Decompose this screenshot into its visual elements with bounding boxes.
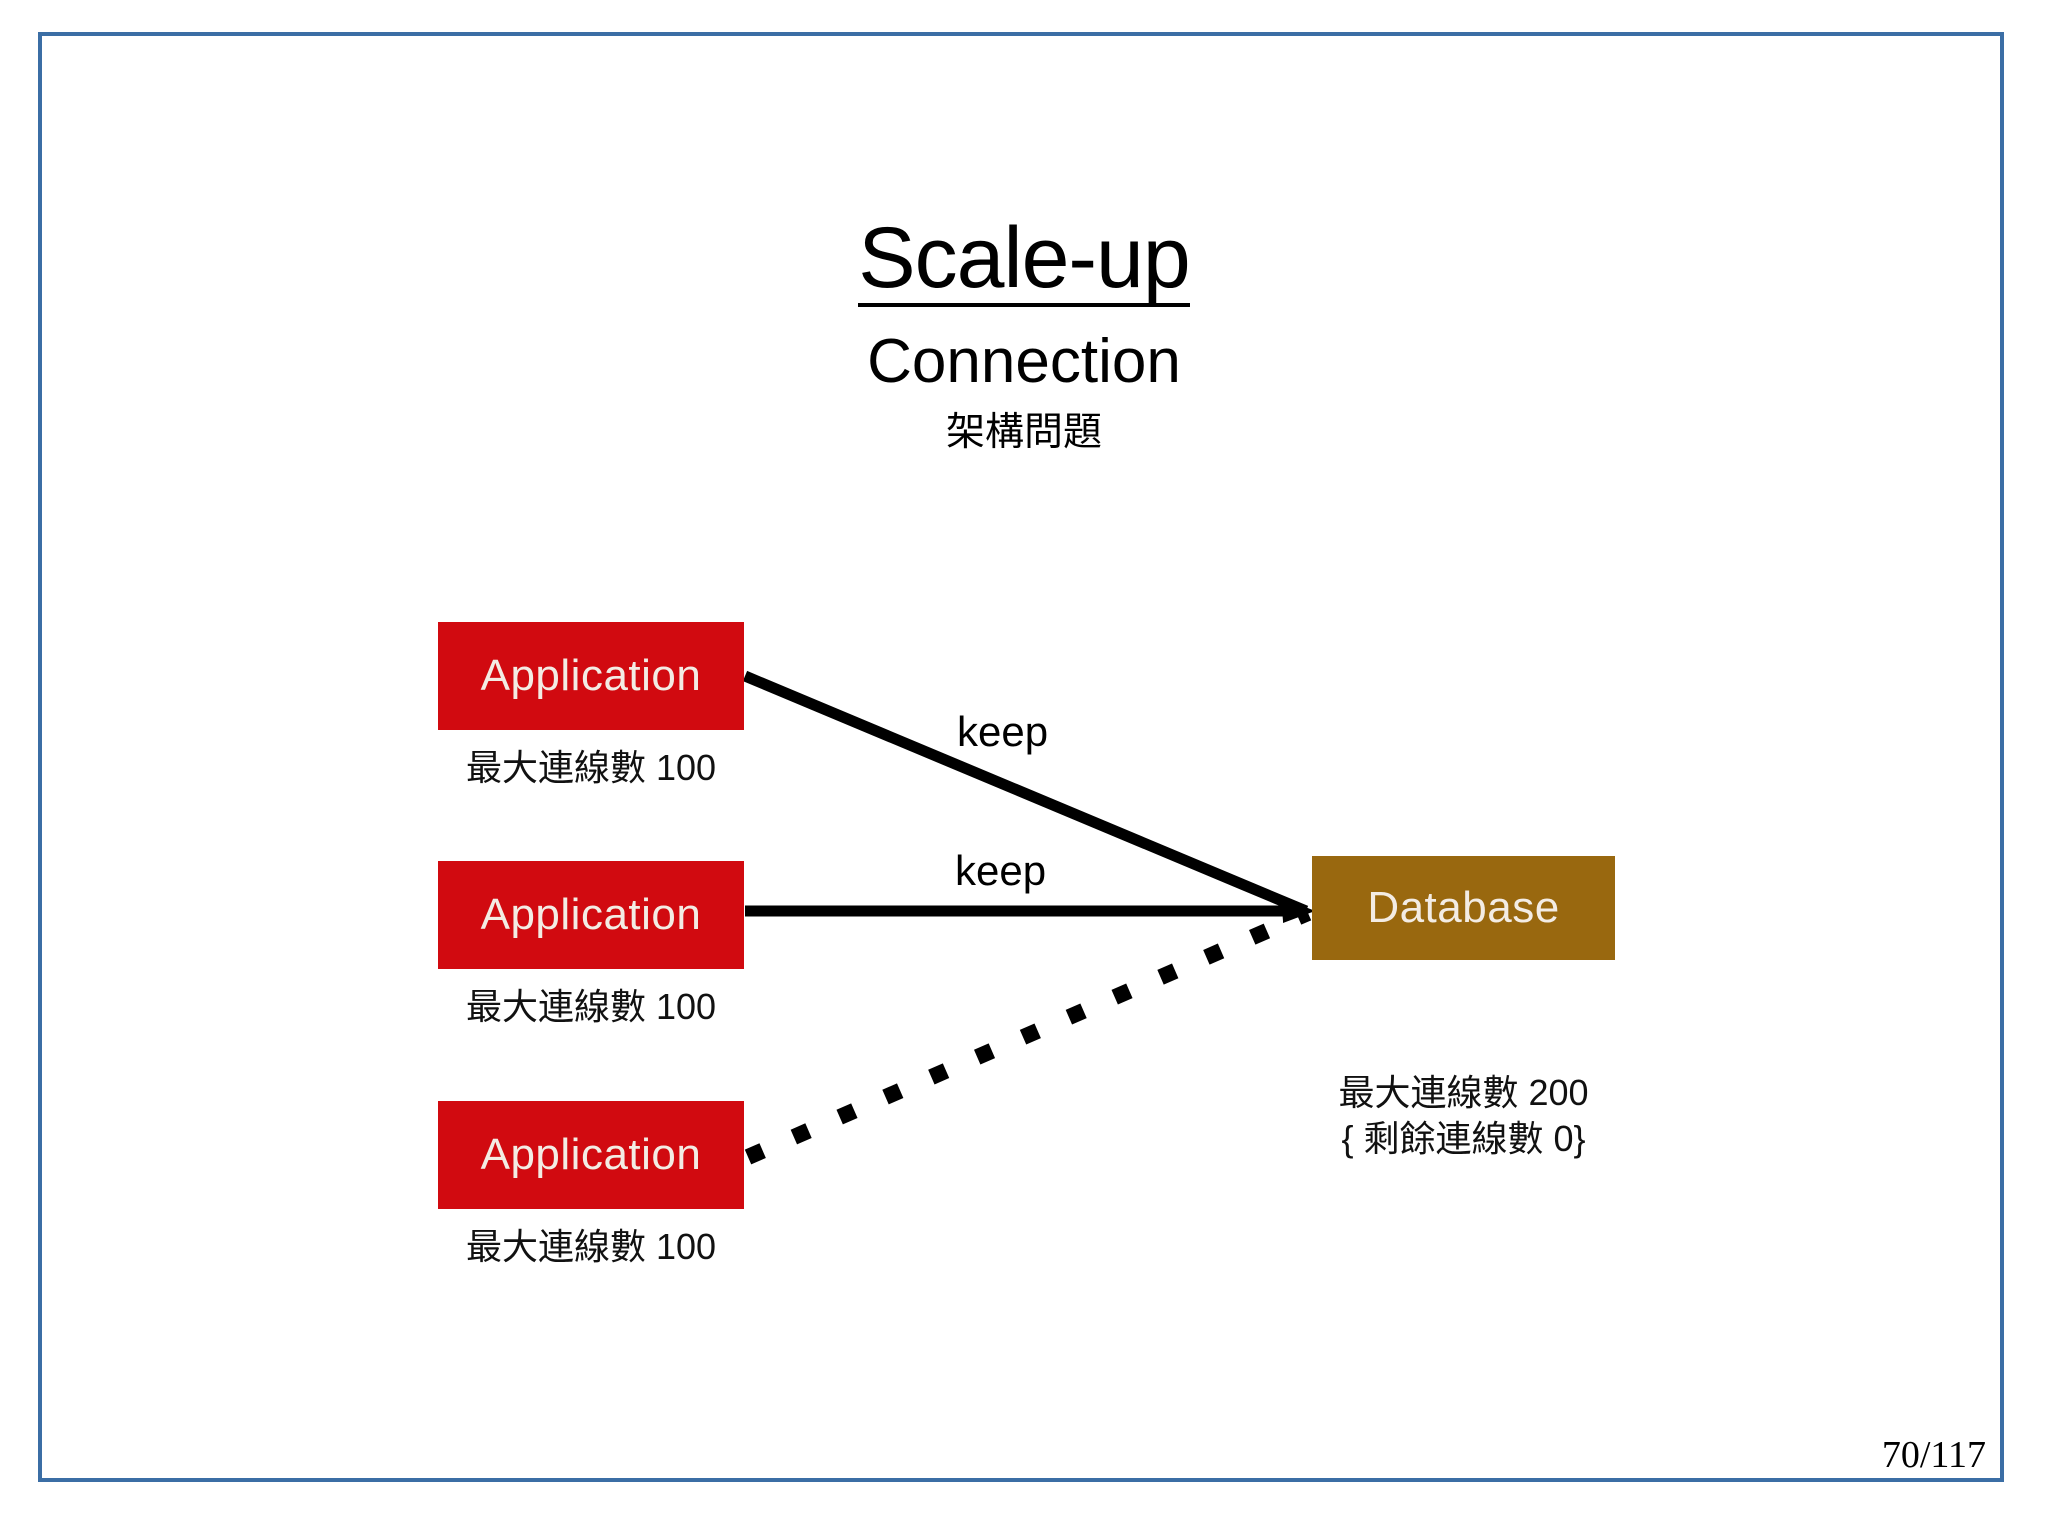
- node-database[interactable]: Database: [1312, 856, 1615, 960]
- node-application-3[interactable]: Application: [438, 1101, 744, 1209]
- node-application-2-caption: 最大連線數 100: [465, 986, 717, 1027]
- node-application-1-label: Application: [480, 651, 702, 700]
- node-database-caption: 最大連線數 200 { 剩餘連線數 0}: [1338, 1072, 1589, 1160]
- node-application-1[interactable]: Application: [438, 622, 744, 730]
- slide-border-frame: [38, 32, 2004, 1482]
- edge-label-keep-1: keep: [957, 708, 1049, 755]
- edge-label-keep-2: keep: [955, 847, 1047, 894]
- node-application-2-label: Application: [480, 890, 702, 939]
- page-number: 70/117: [1881, 1434, 1986, 1476]
- node-application-3-caption: 最大連線數 100: [465, 1226, 717, 1267]
- edge-app2-to-db: [745, 899, 1315, 923]
- node-application-2[interactable]: Application: [438, 861, 744, 969]
- node-application-1-caption: 最大連線數 100: [465, 747, 717, 788]
- edge-app3-to-db-dotted: [744, 905, 1312, 1165]
- node-application-3-label: Application: [480, 1130, 702, 1179]
- node-database-label: Database: [1367, 883, 1560, 932]
